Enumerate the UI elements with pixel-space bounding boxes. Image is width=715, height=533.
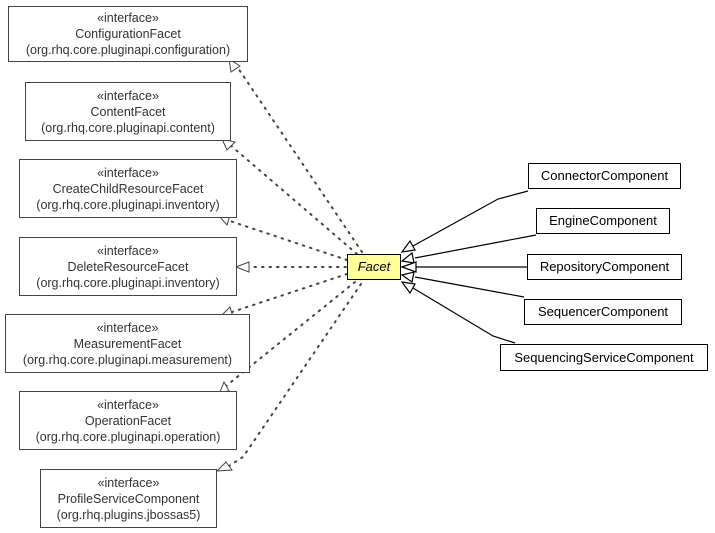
class-name: RepositoryComponent — [539, 259, 670, 274]
interface-measurementfacet[interactable]: «interface» MeasurementFacet (org.rhq.co… — [5, 314, 250, 373]
interface-package: (org.rhq.core.pluginapi.operation) — [35, 429, 221, 444]
arrowhead-profileservicecomponent — [215, 461, 233, 472]
arrowhead-sequencingservicecomponent — [400, 281, 416, 295]
stereotype-label: «interface» — [97, 475, 160, 490]
interface-operationfacet[interactable]: «interface» OperationFacet (org.rhq.core… — [19, 391, 237, 450]
interface-profileservicecomponent[interactable]: «interface» ProfileServiceComponent (org… — [40, 469, 217, 528]
stereotype-label: «interface» — [97, 243, 159, 258]
interface-package: (org.rhq.core.pluginapi.configuration) — [25, 43, 231, 57]
stereotype-label: «interface» — [96, 320, 159, 335]
interface-name: OperationFacet — [84, 413, 172, 428]
edge-facet-profileservicecomponent — [228, 283, 362, 467]
interface-contentfacet[interactable]: «interface» ContentFacet (org.rhq.core.p… — [25, 82, 231, 141]
arrowhead-deleteresourcefacet — [234, 261, 250, 273]
facet-name: Facet — [357, 259, 391, 274]
edge-connectorcomponent-facet — [412, 190, 529, 247]
edge-facet-createchildresourcefacet — [226, 219, 348, 261]
edge-facet-contentfacet — [228, 143, 358, 255]
arrowhead-sequencercomponent — [400, 271, 415, 284]
class-name: EngineComponent — [549, 213, 657, 228]
class-connectorcomponent[interactable]: ConnectorComponent — [528, 163, 681, 189]
edge-facet-measurementfacet — [231, 273, 348, 313]
interface-package: (org.rhq.plugins.jbossas5) — [56, 507, 201, 522]
edge-enginecomponent-facet — [414, 234, 537, 259]
class-sequencingservicecomponent[interactable]: SequencingServiceComponent — [500, 344, 708, 371]
interface-name: CreateChildResourceFacet — [52, 181, 204, 196]
class-repositorycomponent[interactable]: RepositoryComponent — [527, 254, 682, 280]
arrowhead-connectorcomponent — [400, 239, 416, 253]
interface-package: (org.rhq.core.pluginapi.inventory) — [36, 197, 220, 212]
edge-sequencercomponent-facet — [414, 276, 525, 298]
arrowhead-configurationfacet — [228, 57, 241, 73]
stereotype-label: «interface» — [97, 88, 159, 103]
facet-node[interactable]: Facet — [347, 254, 401, 280]
interface-name: MeasurementFacet — [73, 336, 182, 351]
interface-name: ConfigurationFacet — [75, 27, 181, 41]
edge-facet-operationfacet — [225, 281, 356, 387]
edge-facet-configurationfacet — [237, 67, 363, 253]
interface-package: (org.rhq.core.pluginapi.inventory) — [36, 275, 220, 290]
edge-sequencingservicecomponent-facet — [412, 287, 516, 344]
class-name: SequencerComponent — [537, 304, 669, 319]
interface-package: (org.rhq.core.pluginapi.measurement) — [22, 352, 233, 367]
interface-configurationfacet[interactable]: «interface» ConfigurationFacet (org.rhq.… — [8, 6, 248, 62]
arrowhead-enginecomponent — [400, 251, 415, 264]
interface-name: ContentFacet — [90, 104, 166, 119]
interface-name: DeleteResourceFacet — [67, 259, 189, 274]
arrowhead-repositorycomponent — [400, 261, 417, 273]
class-name: ConnectorComponent — [540, 168, 669, 183]
stereotype-label: «interface» — [97, 165, 159, 180]
stereotype-label: «interface» — [97, 11, 159, 25]
interface-deleteresourcefacet[interactable]: «interface» DeleteResourceFacet (org.rhq… — [19, 237, 237, 296]
class-name: SequencingServiceComponent — [514, 349, 694, 365]
stereotype-label: «interface» — [97, 397, 159, 412]
class-enginecomponent[interactable]: EngineComponent — [536, 208, 670, 234]
interface-package: (org.rhq.core.pluginapi.content) — [41, 120, 215, 135]
interface-name: ProfileServiceComponent — [57, 491, 200, 506]
interface-createchildresourcefacet[interactable]: «interface» CreateChildResourceFacet (or… — [19, 159, 237, 218]
class-sequencercomponent[interactable]: SequencerComponent — [524, 299, 682, 325]
